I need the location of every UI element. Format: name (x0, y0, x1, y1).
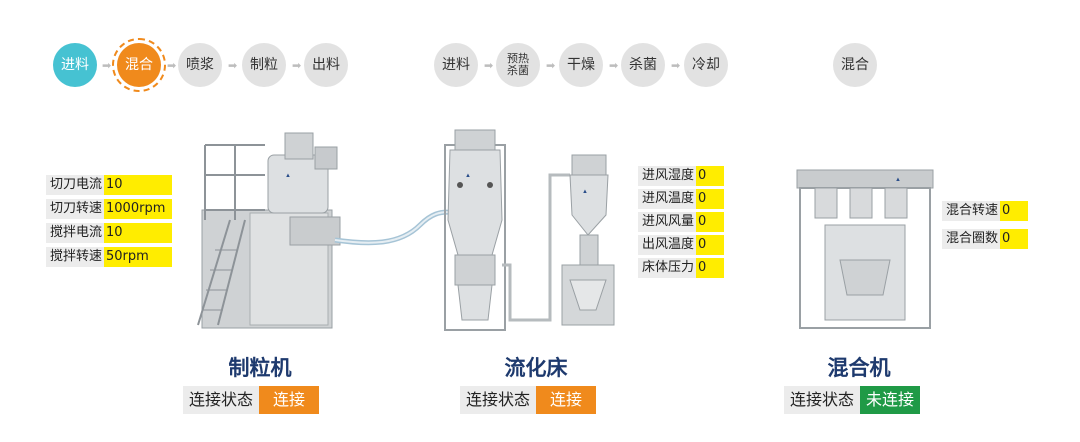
param-label: 出风温度 (638, 235, 697, 255)
active-step-ring (112, 38, 166, 92)
granulator-illustration: ▲ (197, 132, 341, 329)
arrow-right-icon: ➡ (102, 59, 112, 72)
step-feed-granulator[interactable]: 进料 (53, 43, 97, 87)
mixer-title: 混合机 (827, 356, 891, 380)
svg-text:▲: ▲ (285, 173, 291, 179)
mixer-connection-status: 连接状态 未连接 (784, 386, 921, 414)
param-value: 0 (696, 212, 725, 232)
svg-text:▲: ▲ (895, 177, 901, 183)
param-label: 进风温度 (638, 189, 697, 209)
step-cool[interactable]: 冷却 (684, 43, 728, 87)
param-value: 0 (1000, 201, 1029, 221)
step-label: 干燥 (567, 57, 595, 73)
step-label: 出料 (312, 57, 340, 73)
param-label: 进风湿度 (638, 166, 697, 186)
param-bed-pressure: 床体压力 0 (638, 258, 725, 278)
step-label: 杀菌 (629, 57, 657, 73)
step-feed-fluidbed[interactable]: 进料 (434, 43, 478, 87)
step-label: 冷却 (692, 57, 720, 73)
arrow-right-icon: ➡ (484, 59, 494, 72)
connecting-hose (334, 209, 456, 246)
status-label: 连接状态 (460, 386, 537, 414)
arrow-right-icon: ➡ (671, 59, 681, 72)
step-dry[interactable]: 干燥 (559, 43, 603, 87)
step-label: 制粒 (250, 57, 278, 73)
step-label: 进料 (61, 57, 89, 73)
step-preheat-sterilize[interactable]: 预热 杀菌 (496, 43, 540, 87)
fluidbed-connection-status: 连接状态 连接 (460, 386, 597, 414)
svg-text:▲: ▲ (582, 189, 588, 195)
step-mix-mixer[interactable]: 混合 (833, 43, 877, 87)
param-value: 0 (696, 235, 725, 255)
status-badge: 连接 (259, 386, 320, 414)
arrow-right-icon: ➡ (609, 59, 619, 72)
param-label: 床体压力 (638, 258, 697, 278)
param-mix-revolutions: 混合圈数 0 (942, 229, 1029, 249)
param-label: 切刀电流 (46, 175, 105, 195)
param-label: 切刀转速 (46, 199, 105, 219)
param-cutter-speed: 切刀转速 1000rpm (46, 199, 173, 219)
step-label-line1: 预热 (507, 52, 529, 65)
arrow-right-icon: ➡ (167, 59, 177, 72)
param-value: 0 (1000, 229, 1029, 249)
arrow-right-icon: ➡ (228, 59, 238, 72)
granulator-connection-status: 连接状态 连接 (183, 386, 320, 414)
status-label: 连接状态 (183, 386, 260, 414)
param-inlet-humidity: 进风湿度 0 (638, 166, 725, 186)
step-granulate[interactable]: 制粒 (242, 43, 286, 87)
step-label: 混合 (125, 57, 153, 73)
param-inlet-airflow: 进风风量 0 (638, 212, 725, 232)
param-value: 0 (696, 189, 725, 209)
step-label: 混合 (841, 57, 869, 73)
param-value: 10 (104, 223, 173, 243)
step-spray[interactable]: 喷浆 (178, 43, 222, 87)
param-value: 0 (696, 166, 725, 186)
status-badge: 连接 (536, 386, 597, 414)
granulator-title: 制粒机 (228, 356, 292, 380)
param-label: 进风风量 (638, 212, 697, 232)
param-outlet-temperature: 出风温度 0 (638, 235, 725, 255)
param-value: 0 (696, 258, 725, 278)
step-sterilize[interactable]: 杀菌 (621, 43, 665, 87)
param-value: 1000rpm (104, 199, 173, 219)
fluidbed-title: 流化床 (504, 356, 568, 380)
fluidbed-illustration: ▲ ▲ (444, 129, 615, 331)
param-cutter-current: 切刀电流 10 (46, 175, 173, 195)
step-label: 进料 (442, 57, 470, 73)
param-mix-speed: 混合转速 0 (942, 201, 1029, 221)
param-inlet-temperature: 进风温度 0 (638, 189, 725, 209)
step-mix-granulator[interactable]: 混合 (117, 43, 161, 87)
param-stirrer-current: 搅拌电流 10 (46, 223, 173, 243)
param-value: 10 (104, 175, 173, 195)
svg-text:▲: ▲ (465, 173, 471, 179)
arrow-right-icon: ➡ (546, 59, 556, 72)
step-discharge[interactable]: 出料 (304, 43, 348, 87)
param-label: 搅拌电流 (46, 223, 105, 243)
mixer-illustration: ▲ (796, 169, 934, 329)
step-label: 喷浆 (186, 57, 214, 73)
param-stirrer-speed: 搅拌转速 50rpm (46, 247, 173, 267)
status-label: 连接状态 (784, 386, 861, 414)
status-badge: 未连接 (860, 386, 921, 414)
param-label: 搅拌转速 (46, 247, 105, 267)
arrow-right-icon: ➡ (292, 59, 302, 72)
step-label-line2: 杀菌 (507, 64, 529, 77)
param-label: 混合转速 (942, 201, 1001, 221)
param-value: 50rpm (104, 247, 173, 267)
param-label: 混合圈数 (942, 229, 1001, 249)
